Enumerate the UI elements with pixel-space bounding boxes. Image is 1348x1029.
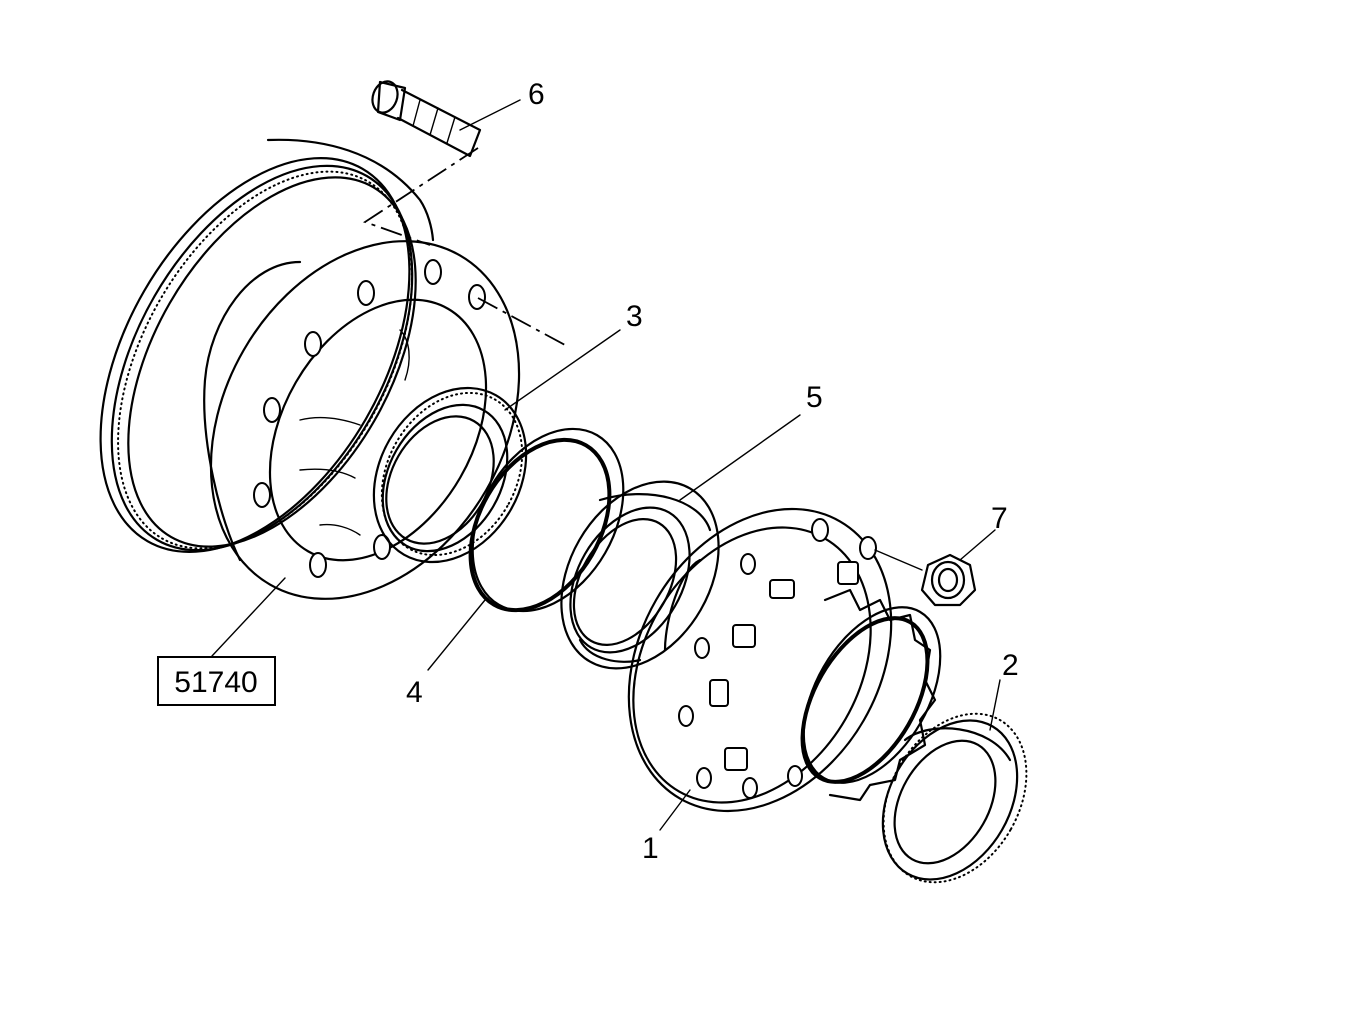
- leader-line-4: [427, 599, 486, 671]
- drawing-reference-box: [157, 656, 276, 706]
- leader-line-7: [959, 529, 996, 561]
- inner-bearing: [560, 480, 720, 670]
- leader-line-2: [989, 679, 1001, 731]
- spacer-ring: [468, 427, 625, 613]
- brake-disc: [99, 138, 521, 600]
- callout-4: 4: [406, 676, 423, 709]
- callout-2: 2: [1002, 649, 1019, 682]
- callout-labels: 6 3 5 7 2 4 1: [406, 78, 1019, 865]
- callout-6: 6: [528, 78, 545, 111]
- leader-line-5: [679, 414, 801, 501]
- outer-bearing: [881, 712, 1028, 884]
- leader-lines: [211, 99, 1001, 831]
- callout-3: 3: [626, 300, 643, 333]
- drawing-reference: 51740: [157, 656, 276, 706]
- leader-line-3: [504, 329, 621, 411]
- wheel-nut: [920, 553, 977, 607]
- leader-line-6: [459, 99, 521, 131]
- wheel-hub: [627, 507, 942, 813]
- callout-1: 1: [642, 832, 659, 865]
- wheel-stud: [362, 80, 482, 246]
- leader-line-ref: [211, 577, 286, 657]
- leader-line-1: [659, 789, 691, 831]
- drawing-reference-number: 51740: [174, 666, 257, 699]
- callout-5: 5: [806, 381, 823, 414]
- callout-7: 7: [991, 502, 1008, 535]
